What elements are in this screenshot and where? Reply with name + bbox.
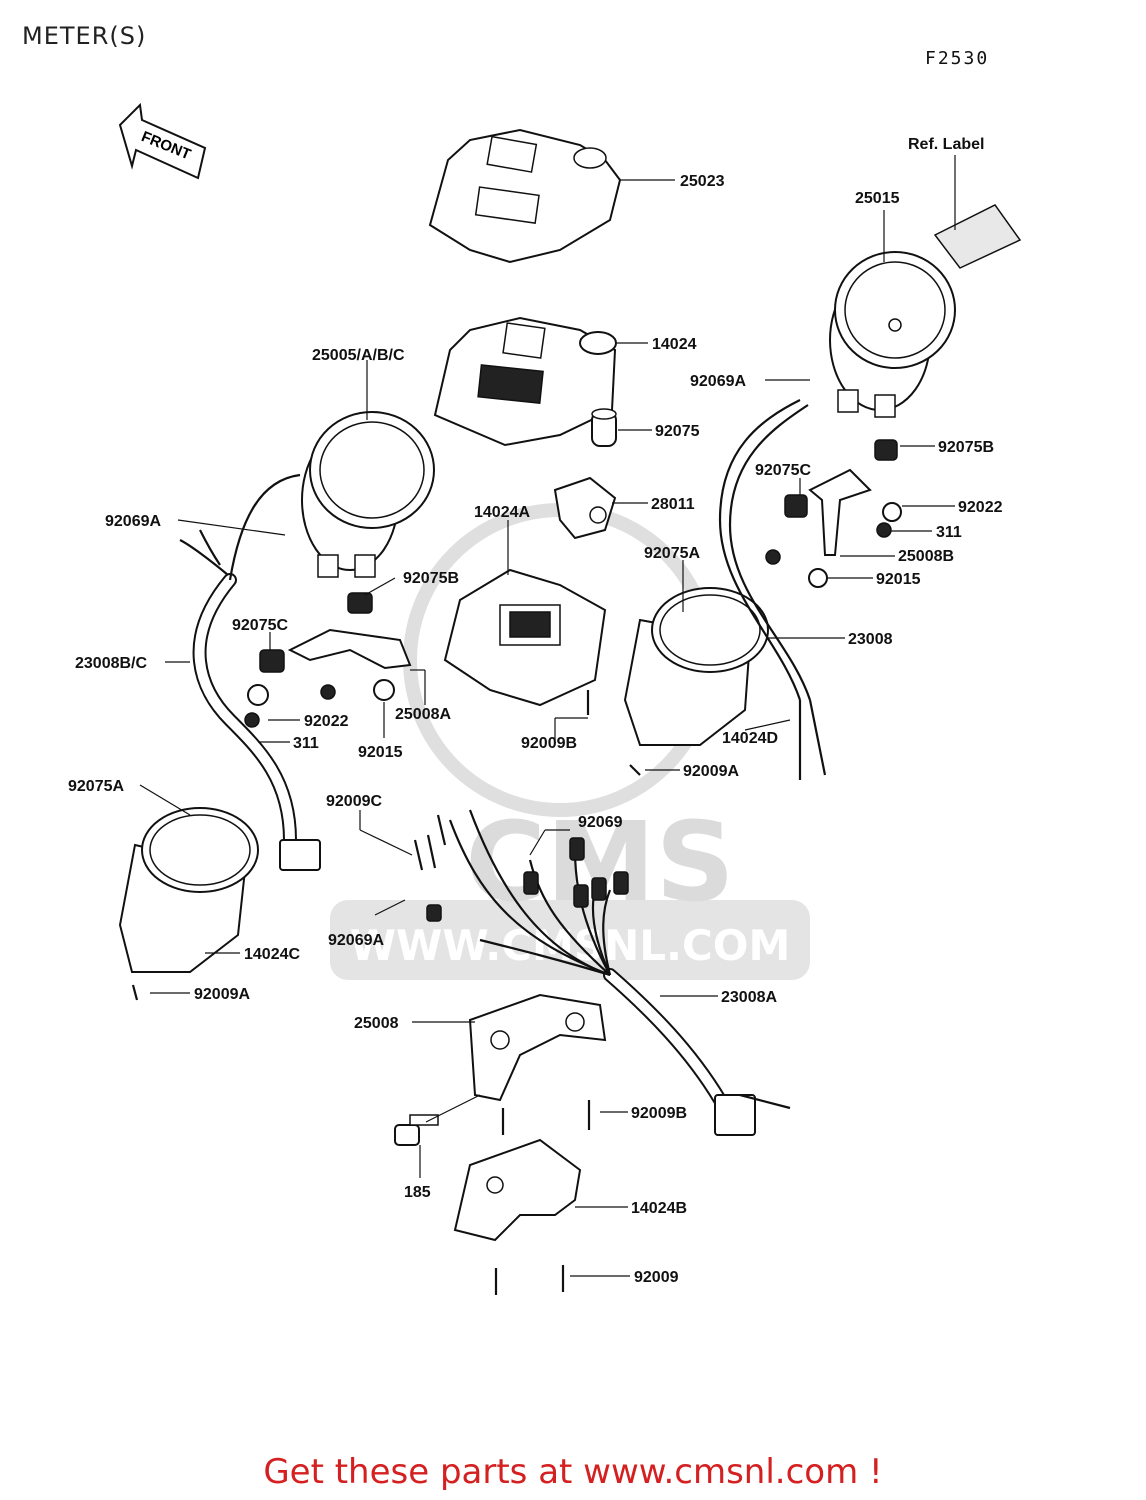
ref-label-text: Ref. Label — [908, 136, 984, 153]
callout-labels: 25023 25015 14024 25005/A/B/C 92069A 920… — [68, 173, 1003, 1286]
callout-label: 92015 — [358, 744, 403, 761]
callout-label: 92069A — [105, 513, 161, 530]
part-bracket-25008B-icon — [808, 468, 872, 556]
callout-label: 92009A — [683, 763, 739, 780]
footer-link-text[interactable]: Get these parts at www.cmsnl.com ! — [263, 1452, 883, 1492]
callout-label: 311 — [293, 735, 319, 752]
wiring-harness-main-icon — [448, 809, 791, 1136]
callout-label: 185 — [404, 1184, 431, 1201]
callout-label: 92009A — [194, 986, 250, 1003]
part-upper-cover-icon — [428, 128, 622, 264]
callout-label: 92075 — [655, 423, 700, 440]
callout-label: 25008B — [898, 548, 954, 565]
wiring-harness-left-icon — [179, 473, 321, 871]
bulb-sockets-icon — [426, 837, 629, 922]
part-meter-case-icon — [433, 316, 617, 447]
callout-label: 92075B — [403, 570, 459, 587]
callout-label: 14024D — [722, 730, 778, 747]
callout-label: 92022 — [304, 713, 349, 730]
callout-label: 92009B — [521, 735, 577, 752]
part-small-rubbers-icon — [244, 439, 902, 728]
part-grommet-icon — [591, 408, 617, 447]
callout-label: 25008 — [354, 1015, 399, 1032]
callout-label: 25005/A/B/C — [312, 347, 405, 364]
callout-label: 25015 — [855, 190, 900, 207]
callout-label: 92069A — [328, 932, 384, 949]
callout-label: 25008A — [395, 706, 451, 723]
part-bolt-icon — [394, 1114, 439, 1146]
callout-label: 92069 — [578, 814, 623, 831]
front-arrow-icon: FRONT — [118, 102, 207, 180]
part-lower-cover-icon — [453, 1138, 582, 1242]
callout-label: 25023 — [680, 173, 725, 190]
callout-label: 92009B — [631, 1105, 687, 1122]
callout-label: 92009C — [326, 793, 382, 810]
figure-code: F2530 — [925, 48, 990, 69]
callout-label: 14024B — [631, 1200, 687, 1217]
callout-label: 311 — [936, 524, 962, 541]
callout-label: 92009 — [634, 1269, 679, 1286]
callout-label: 28011 — [651, 496, 695, 513]
callout-label: 23008B/C — [75, 655, 147, 672]
part-meter-cup-right-icon — [623, 587, 769, 746]
callout-label: 92075B — [938, 439, 994, 456]
callout-label: 92069A — [690, 373, 746, 390]
callout-label: 14024C — [244, 946, 300, 963]
callout-label: 23008 — [848, 631, 893, 648]
part-meter-cup-left-icon — [118, 807, 259, 973]
watermark-brand: CMS — [465, 798, 734, 926]
part-switch-icon — [553, 476, 617, 540]
part-right-meter-icon — [829, 251, 956, 418]
part-bracket-25008-icon — [468, 993, 607, 1102]
part-bracket-25008A-icon — [287, 628, 412, 670]
wiring-harness-right-icon — [718, 399, 827, 780]
part-screws-icon — [131, 690, 641, 1295]
parts-diagram: CMS WWW.CMSNL.COM FRONT Ref. Lab — [68, 102, 1022, 1295]
callout-label: 92075A — [68, 778, 124, 795]
callout-label: 92022 — [958, 499, 1003, 516]
leader-lines — [139, 179, 955, 1277]
callout-label: 92075C — [232, 617, 288, 634]
callout-label: 23008A — [721, 989, 777, 1006]
watermark-url: WWW.CMSNL.COM — [350, 921, 791, 970]
callout-label: 92075A — [644, 545, 700, 562]
callout-label: 14024 — [652, 336, 697, 353]
callout-label: 14024A — [474, 504, 530, 521]
part-inner-housing-icon — [443, 568, 607, 707]
ref-label-sticker-icon — [933, 155, 1022, 269]
callout-label: 92015 — [876, 571, 921, 588]
part-left-meter-icon — [301, 411, 435, 578]
page-title: METER(S) — [22, 22, 147, 50]
callout-label: 92075C — [755, 462, 811, 479]
